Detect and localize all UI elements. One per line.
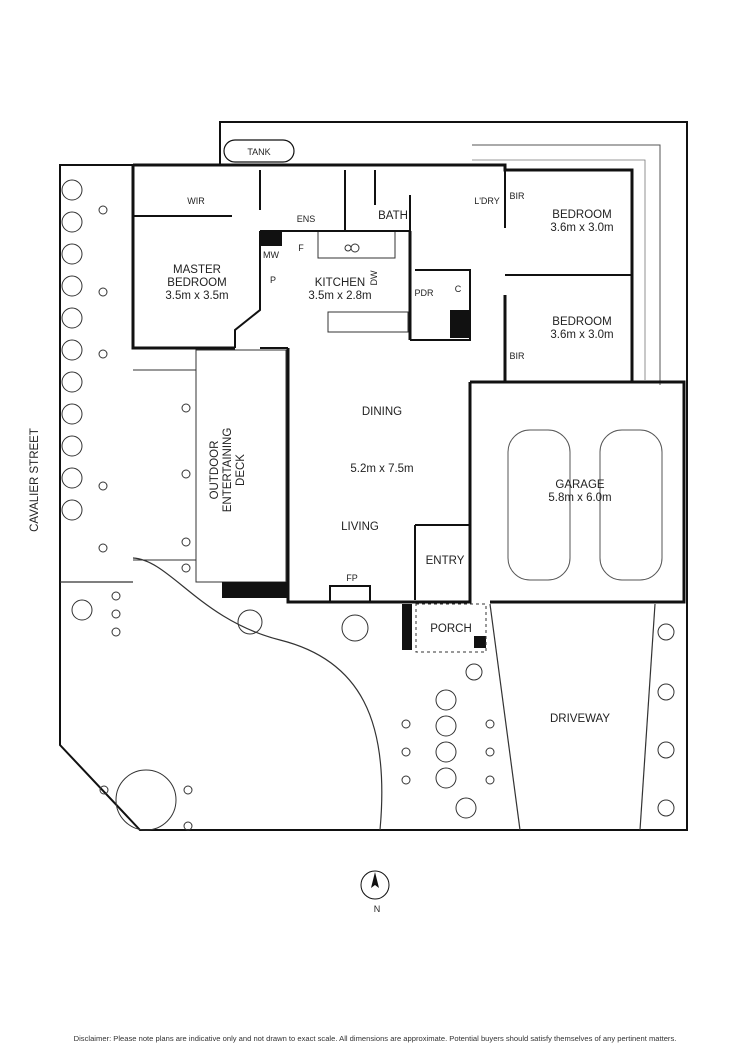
label-dining: DINING [362,406,402,418]
label-entry: ENTRY [426,555,465,567]
label-kitchen-dim: 3.5m x 2.8m [308,290,371,302]
label-porch: PORCH [430,623,472,635]
cupboard-block [450,310,470,338]
label-ens: ENS [297,214,316,224]
hedge-trees [61,179,191,573]
label-bedroom-2-dim: 3.6m x 3.0m [550,329,613,341]
label-wir: WIR [187,196,205,206]
porch-pillar [402,604,412,650]
label-deck-2: ENTERTAINING [222,428,234,513]
site-boundary [59,121,688,831]
label-kitchen: KITCHEN [315,277,365,289]
side-path [472,144,661,385]
label-deck-3: DECK [235,454,247,486]
label-mw: MW [263,250,279,260]
label-laundry: L'DRY [474,196,500,206]
water-tank [223,139,295,163]
label-bir-2: BIR [509,351,525,361]
label-bedroom-1: BEDROOM [552,209,611,221]
inner-walls [133,170,632,600]
label-living-dim: 5.2m x 7.5m [350,463,413,475]
label-master-1: MASTER [173,264,221,276]
deck-steps [222,582,288,598]
label-garage-dim: 5.8m x 6.0m [548,492,611,504]
label-f: F [298,243,304,253]
label-driveway: DRIVEWAY [550,713,610,725]
garage-cars [507,429,663,581]
porch-outline [415,603,487,653]
kitchen-bench [317,232,409,333]
label-bedroom-1-dim: 3.6m x 3.0m [550,222,613,234]
garden-trees [71,591,675,831]
label-living: LIVING [341,521,379,533]
garden-lines [60,557,656,831]
disclaimer: Disclaimer: Please note plans are indica… [73,1034,677,1043]
label-c: C [455,284,462,294]
fridge-block [260,232,282,246]
label-bir-1: BIR [509,191,525,201]
label-p: P [270,275,276,285]
label-deck-1: OUTDOOR [209,441,221,500]
room-labels: TANK WIR ENS BATH L'DRY BIR BIR MASTER B… [29,147,614,725]
label-bath: BATH [378,210,408,222]
label-tank: TANK [247,147,270,157]
label-master-2: BEDROOM [167,277,226,289]
porch-post [474,636,486,648]
label-pdr: PDR [414,288,434,298]
compass-label: N [374,904,381,914]
compass-icon: N [360,870,390,914]
label-master-dim: 3.5m x 3.5m [165,290,228,302]
label-garage: GARAGE [555,479,605,491]
label-bedroom-2: BEDROOM [552,316,611,328]
label-dw: DW [369,270,379,285]
label-fp: FP [346,573,358,583]
label-street: CAVALIER STREET [29,428,41,532]
fireplace [329,585,371,603]
